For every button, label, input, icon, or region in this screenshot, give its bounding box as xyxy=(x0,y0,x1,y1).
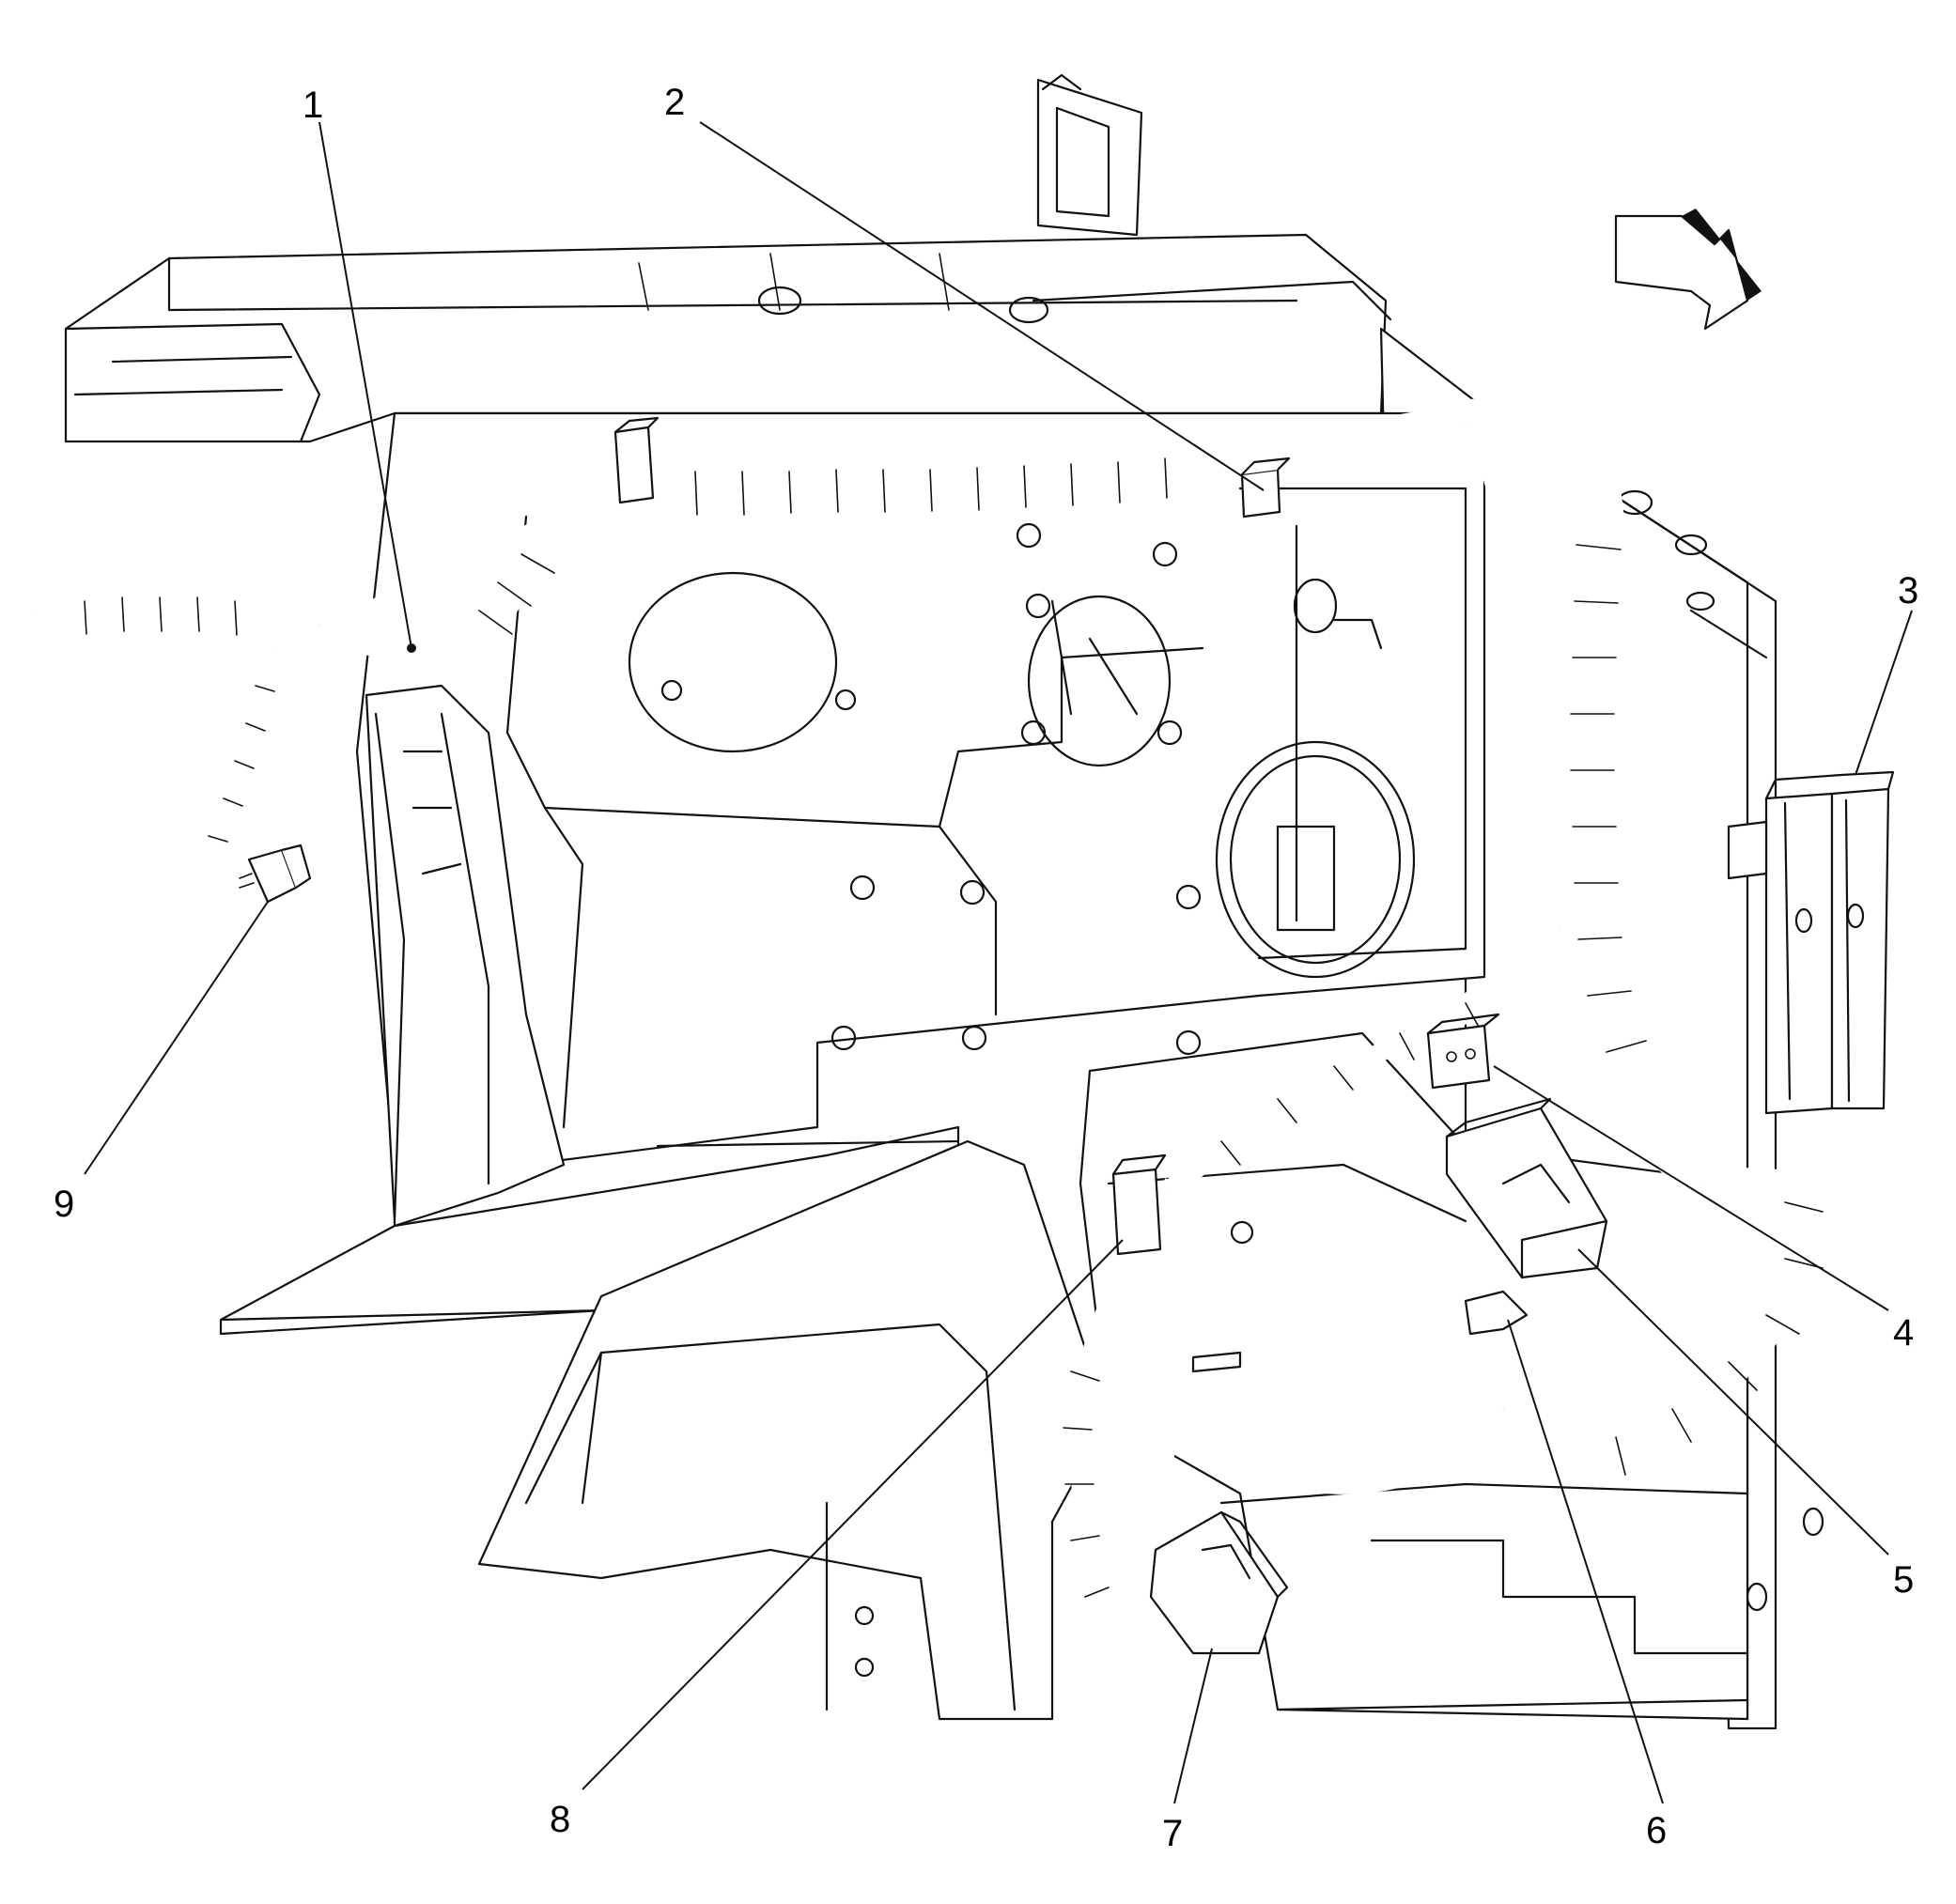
callout-7: 7 xyxy=(1162,1813,1183,1854)
callout-1: 1 xyxy=(303,85,323,126)
callout-3: 3 xyxy=(1898,570,1918,611)
mounting-holes xyxy=(660,522,1202,1056)
left-wheelhouse xyxy=(365,684,566,1228)
arrow-icon xyxy=(1614,209,1762,331)
leader-lines xyxy=(84,121,1913,1804)
connector-6 xyxy=(1464,1290,1529,1336)
callouts: 1 2 3 4 5 6 7 8 9 xyxy=(54,82,1918,1854)
module-3 xyxy=(1727,770,1895,1115)
connector-4 xyxy=(1426,1013,1500,1090)
connector-9 xyxy=(239,844,312,904)
callout-9: 9 xyxy=(54,1184,74,1225)
panel-openings xyxy=(628,571,1416,979)
upper-bracket xyxy=(1036,73,1143,237)
module-7 xyxy=(1149,1510,1289,1655)
wiring-harness xyxy=(36,396,1829,1664)
cowl-panel xyxy=(64,233,1392,443)
connector-8 xyxy=(1111,1153,1167,1256)
callout-2: 2 xyxy=(664,82,685,123)
callout-8: 8 xyxy=(550,1799,570,1840)
clip-top-left xyxy=(613,416,660,504)
module-5 xyxy=(1445,1097,1608,1279)
lower-structure xyxy=(477,1139,1110,1721)
callout-6: 6 xyxy=(1646,1810,1667,1851)
callout-5: 5 xyxy=(1893,1559,1914,1601)
callout-4: 4 xyxy=(1893,1312,1914,1354)
firewall-panel xyxy=(355,411,1486,1176)
